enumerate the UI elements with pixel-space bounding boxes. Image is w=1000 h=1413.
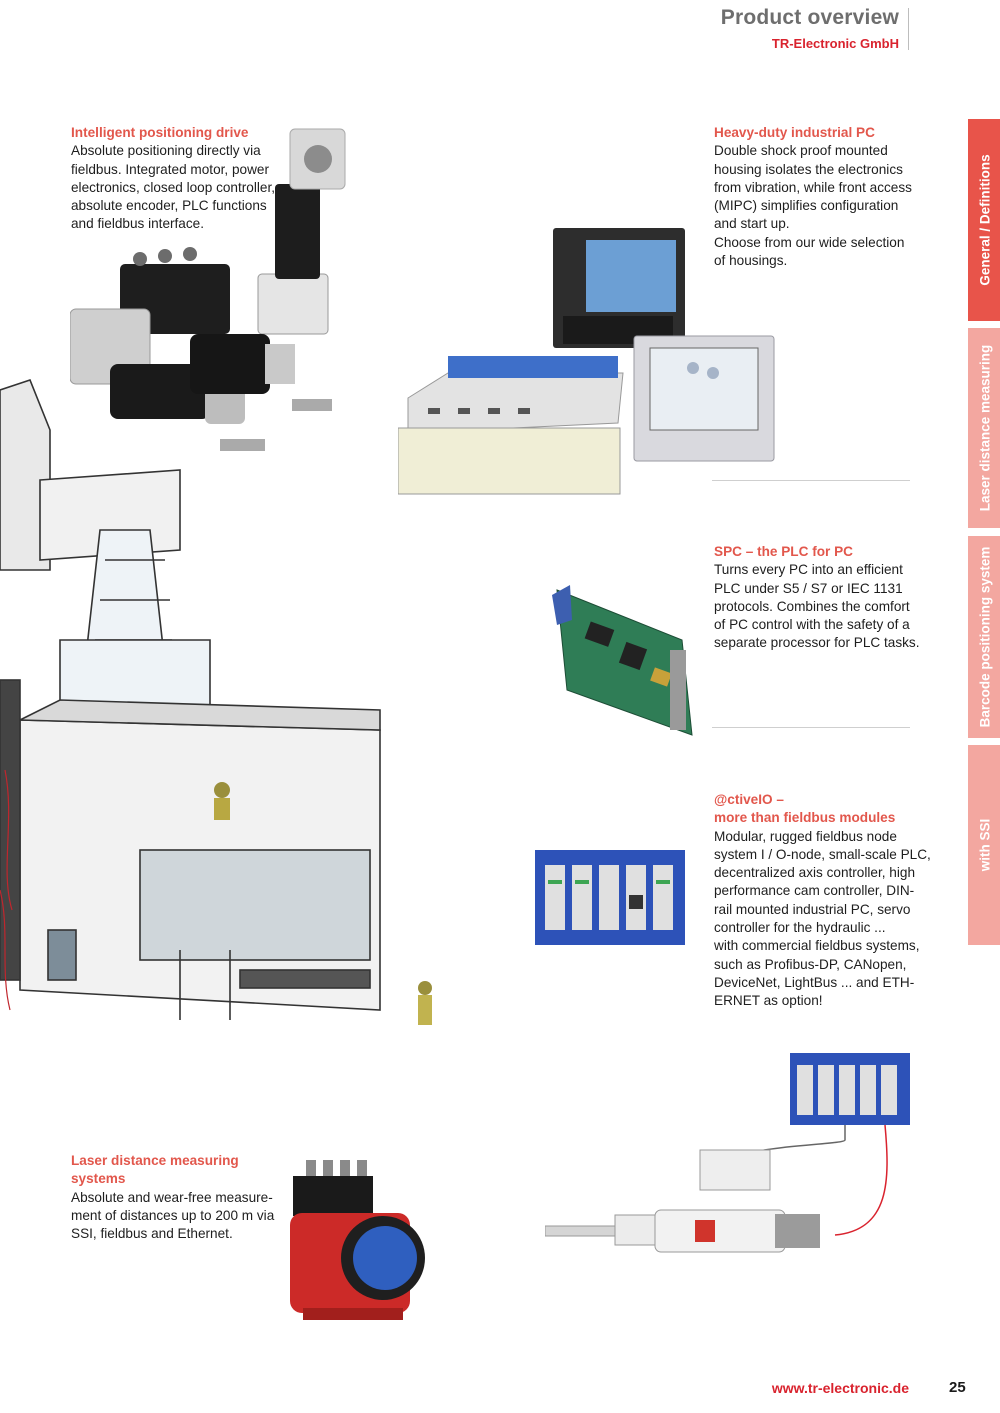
product-heading: Heavy-duty industrial PC <box>714 125 875 140</box>
tab-laser-distance-measuring[interactable]: Laser distance measuring <box>967 328 1000 528</box>
tab-general-definitions[interactable]: General / Definitions <box>967 119 1000 321</box>
company-name: TR-Electronic GmbH <box>771 36 899 51</box>
product-heading: SPC – the PLC for PC <box>714 544 853 559</box>
product-industrial-pc: Heavy-duty industrial PC Double shock pr… <box>714 124 924 270</box>
product-description: Modular, rugged fieldbus node system I /… <box>714 828 931 1009</box>
product-heading: Laser distance measuring systems <box>71 1153 239 1187</box>
positioning-drive-image <box>70 128 346 451</box>
industrial-pc-image <box>398 228 775 495</box>
hydraulic-cylinder-image <box>545 1053 910 1253</box>
product-description: Double shock proof mounted housing isola… <box>714 143 912 269</box>
tab-with-ssi[interactable]: with SSI <box>967 745 1000 945</box>
product-spc: SPC – the PLC for PC Turns every PC into… <box>714 543 924 653</box>
product-positioning-drive: Intelligent positioning drive Absolute p… <box>71 124 281 234</box>
section-divider <box>712 727 910 728</box>
tab-label: with SSI <box>977 818 992 872</box>
product-laser-distance: Laser distance measuring systems Absolut… <box>71 1152 281 1243</box>
tab-label: General / Definitions <box>977 154 992 286</box>
product-description: Absolute positioning directly via fieldb… <box>71 143 276 232</box>
page-title: Product overview <box>720 6 899 29</box>
footer-url[interactable]: www.tr-electronic.de <box>771 1380 909 1396</box>
page-number: 25 <box>949 1379 966 1396</box>
spc-board-image <box>552 585 693 736</box>
tab-barcode-positioning-system[interactable]: Barcode positioning system <box>967 536 1000 738</box>
tab-label: Laser distance measuring <box>977 344 992 512</box>
section-divider <box>712 480 910 481</box>
product-activeio: @ctiveIO – more than fieldbus modules Mo… <box>714 791 934 1011</box>
header-divider <box>908 8 909 50</box>
product-description: Absolute and wear-free measure- ment of … <box>71 1189 275 1242</box>
activeio-modules-image <box>535 850 685 945</box>
laser-device-image <box>290 1160 425 1320</box>
tab-label: Barcode positioning system <box>977 546 992 728</box>
product-heading: Intelligent positioning drive <box>71 125 249 140</box>
product-heading: @ctiveIO – more than fieldbus modules <box>714 792 896 826</box>
product-description: Turns every PC into an efficient PLC und… <box>714 562 920 651</box>
factory-building-illustration <box>0 379 432 1025</box>
